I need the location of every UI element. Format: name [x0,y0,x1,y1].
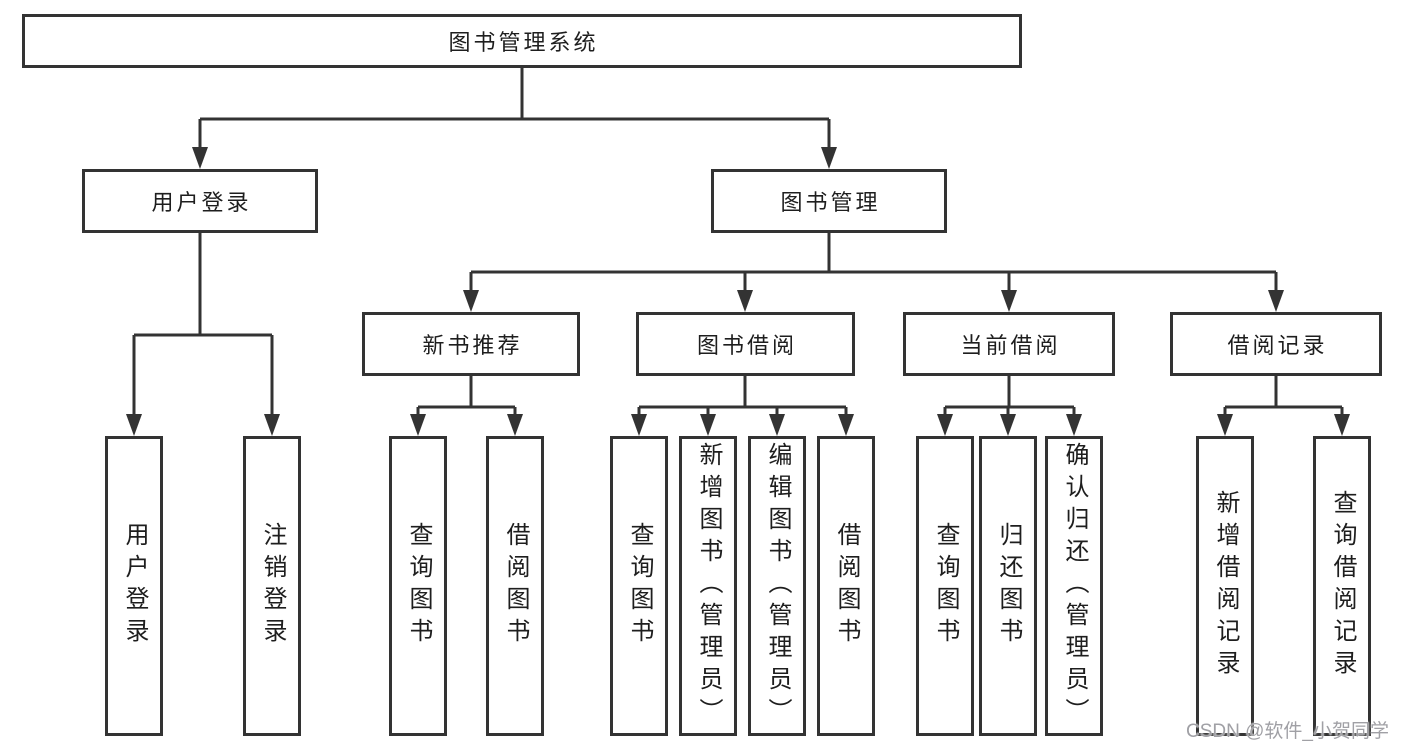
node-book-borrow: 图书借阅 [636,312,855,376]
node-leaf-add-borrow-record: 新增借阅记录 [1196,436,1254,736]
node-library-management-system: 图书管理系统 [22,14,1022,68]
node-leaf-confirm-return-admin: 确认归还（管理员） [1045,436,1103,736]
node-label: 查询图书 [405,522,432,650]
node-label: 编辑图书（管理员） [764,442,791,730]
node-label: 查询借阅记录 [1329,490,1356,682]
node-leaf-query-book-3: 查询图书 [916,436,974,736]
node-label: 借阅图书 [833,522,860,650]
node-new-book-recommend: 新书推荐 [362,312,580,376]
node-current-borrow: 当前借阅 [903,312,1115,376]
node-borrow-records: 借阅记录 [1170,312,1382,376]
node-label: 用户登录 [121,522,148,650]
node-leaf-query-book-1: 查询图书 [389,436,447,736]
node-label: 查询图书 [932,522,959,650]
node-label: 借阅记录 [1227,333,1328,358]
node-label: 新书推荐 [422,333,523,358]
node-label: 查询图书 [626,522,653,650]
node-leaf-user-login: 用户登录 [105,436,163,736]
node-leaf-query-borrow-record: 查询借阅记录 [1313,436,1371,736]
node-leaf-edit-book-admin: 编辑图书（管理员） [748,436,806,736]
node-leaf-borrow-book-2: 借阅图书 [817,436,875,736]
node-leaf-add-book-admin: 新增图书（管理员） [679,436,737,736]
watermark: CSDN @软件_小贺同学 [1186,721,1389,742]
node-label: 当前借阅 [960,333,1061,358]
node-leaf-borrow-book-1: 借阅图书 [486,436,544,736]
node-leaf-query-book-2: 查询图书 [610,436,668,736]
node-label: 用户登录 [151,190,252,215]
node-book-management-group: 图书管理 [711,169,947,233]
node-label: 新增图书（管理员） [695,442,722,730]
node-label: 图书管理 [780,190,881,215]
node-label: 新增借阅记录 [1212,490,1239,682]
arrowheads [126,147,1350,436]
node-label: 图书借阅 [696,333,797,358]
node-leaf-return-book: 归还图书 [979,436,1037,736]
node-leaf-logout: 注销登录 [243,436,301,736]
node-label: 借阅图书 [502,522,529,650]
node-label: 确认归还（管理员） [1061,442,1088,730]
node-label: 图书管理系统 [448,30,599,55]
node-user-login-group: 用户登录 [82,169,318,233]
node-label: 归还图书 [995,522,1022,650]
node-label: 注销登录 [259,522,286,650]
